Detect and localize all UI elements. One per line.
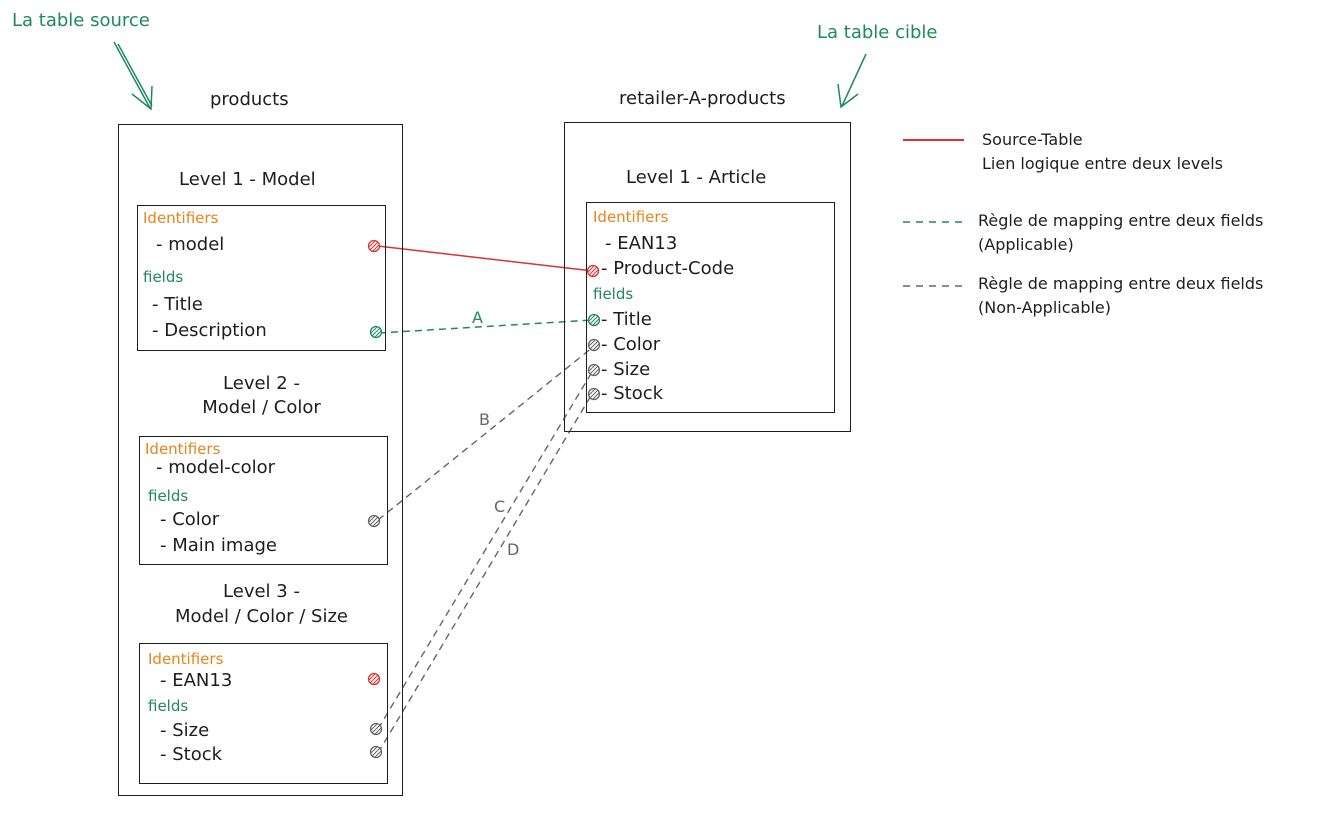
legend-applicable-desc: (Applicable) [978, 235, 1074, 254]
source-arrow [113, 41, 153, 111]
identifier-item: - model-color [156, 457, 276, 478]
identifier-item: - model [156, 234, 225, 255]
level-subtitle: Model / Color / Size [174, 606, 348, 627]
field-item: - Main image [160, 535, 277, 556]
target-arrow [837, 53, 867, 109]
mapping-line-c [377, 371, 593, 730]
connector-dot [367, 672, 381, 686]
field-item: - Title [601, 309, 652, 330]
legend-applicable-title: Règle de mapping entre deux fields [978, 211, 1264, 230]
legend-non-applicable-desc: (Non-Applicable) [978, 298, 1111, 317]
source-table-name: products [210, 89, 289, 110]
field-item: - Color [160, 509, 220, 530]
mapping-line-a [378, 319, 594, 334]
identifier-item: - EAN13 [605, 233, 678, 254]
connector-dot [367, 239, 381, 253]
target-table: Level 1 - Article Identifiers - EAN13 - … [564, 122, 851, 432]
field-item: - Size [160, 720, 210, 741]
identifiers-label: Identifiers [148, 650, 224, 668]
target-annotation: La table cible [817, 22, 938, 43]
fields-label: fields [148, 487, 189, 505]
mapping-line-b [377, 346, 594, 521]
target-table-name: retailer-A-products [619, 88, 786, 109]
legend-non-applicable-title: Règle de mapping entre deux fields [978, 274, 1264, 293]
field-item: - Description [152, 320, 267, 341]
connector-dot [369, 325, 383, 339]
mapping-label-d: D [507, 540, 520, 559]
identifiers-label: Identifiers [593, 208, 669, 226]
identifiers-label: Identifiers [145, 440, 221, 458]
connector-dot [369, 745, 383, 759]
field-item: - Size [601, 359, 651, 380]
field-item: - Color [601, 334, 661, 355]
level-3-card: Identifiers - EAN13 fields - Size - Stoc… [139, 643, 388, 784]
legend-source-table-desc: Lien logique entre deux levels [982, 154, 1223, 173]
level-2-card: Identifiers - model-color fields - Color… [139, 436, 388, 565]
field-item: - Stock [160, 744, 223, 765]
mapping-label-b: B [479, 410, 490, 429]
connector-dot [587, 313, 601, 327]
level-title: Level 2 - [223, 373, 300, 394]
legend-source-table-title: Source-Table [982, 130, 1083, 149]
connector-dot [587, 363, 601, 377]
source-table: Level 1 - Model Identifiers - model fiel… [118, 124, 403, 796]
connector-dot [587, 387, 601, 401]
fields-label: fields [593, 285, 634, 303]
level-subtitle: Model / Color [202, 397, 321, 418]
identifiers-label: Identifiers [143, 209, 219, 227]
level-title: Level 3 - [223, 581, 300, 602]
connector-dot [367, 514, 381, 528]
field-item: - Stock [601, 383, 664, 404]
source-annotation: La table source [12, 10, 150, 31]
field-item: - Title [152, 294, 203, 315]
connector-dot [586, 264, 600, 278]
target-level-1-card: Identifiers - EAN13 - Product-Code field… [586, 202, 835, 413]
mapping-label-a: A [472, 308, 483, 327]
level-link-line [377, 245, 594, 272]
mapping-line-d [377, 393, 593, 754]
connector-dot [369, 722, 383, 736]
fields-label: fields [143, 268, 184, 286]
identifier-item: - EAN13 [160, 670, 233, 691]
level-title: Level 1 - Article [626, 167, 767, 188]
level-title: Level 1 - Model [179, 169, 316, 190]
level-1-card: Identifiers - model fields - Title - Des… [137, 205, 386, 351]
fields-label: fields [148, 697, 189, 715]
mapping-label-c: C [494, 497, 506, 516]
connector-dot [587, 338, 601, 352]
identifier-item: - Product-Code [601, 258, 735, 279]
